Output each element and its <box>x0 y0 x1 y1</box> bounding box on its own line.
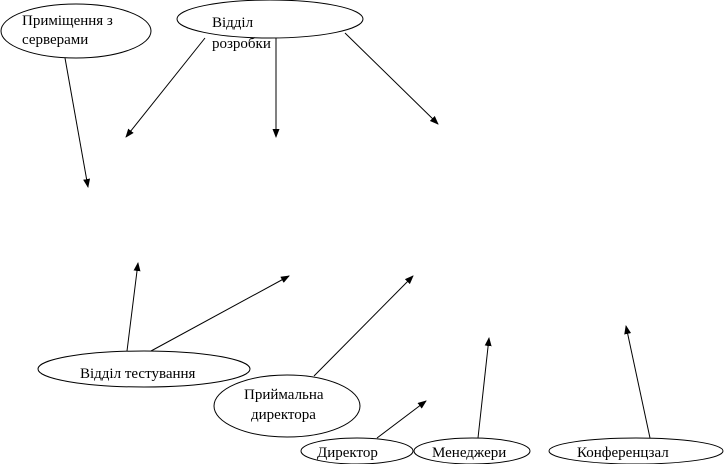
conference-room-label: Конференцзал <box>577 445 669 461</box>
dev-department-label-line1: Відділ <box>212 15 254 31</box>
arrow-reception <box>313 275 414 377</box>
arrow-testing-right <box>150 275 290 352</box>
node-managers: Менеджери <box>413 437 531 464</box>
node-director-reception: Приймальна директора <box>213 374 361 438</box>
arrow-testing-left <box>126 262 141 352</box>
node-servers-room: Приміщення з серверами <box>0 3 152 59</box>
node-director: Директор <box>300 437 414 464</box>
node-conference-room: Конференцзал <box>548 437 724 464</box>
node-dev-department: Відділ розробки <box>176 0 364 52</box>
director-reception-label-line2: директора <box>251 407 316 423</box>
servers-room-label-line1: Приміщення з <box>22 13 113 29</box>
arrow-dev-left <box>125 37 206 138</box>
managers-label: Менеджери <box>432 445 506 461</box>
director-label: Директор <box>317 445 378 461</box>
testing-department-label: Відділ тестування <box>80 366 196 382</box>
arrow-conference <box>624 325 651 439</box>
node-testing-department: Відділ тестування <box>37 350 251 388</box>
servers-room-label-line2: серверами <box>22 32 88 48</box>
arrow-managers <box>477 337 492 439</box>
arrow-director <box>376 400 427 439</box>
director-reception-label-line1: Приймальна <box>244 387 324 403</box>
dev-department-label-line2: розробки <box>212 36 271 52</box>
arrow-dev-right <box>344 32 439 125</box>
arrow-servers-room <box>64 57 91 188</box>
